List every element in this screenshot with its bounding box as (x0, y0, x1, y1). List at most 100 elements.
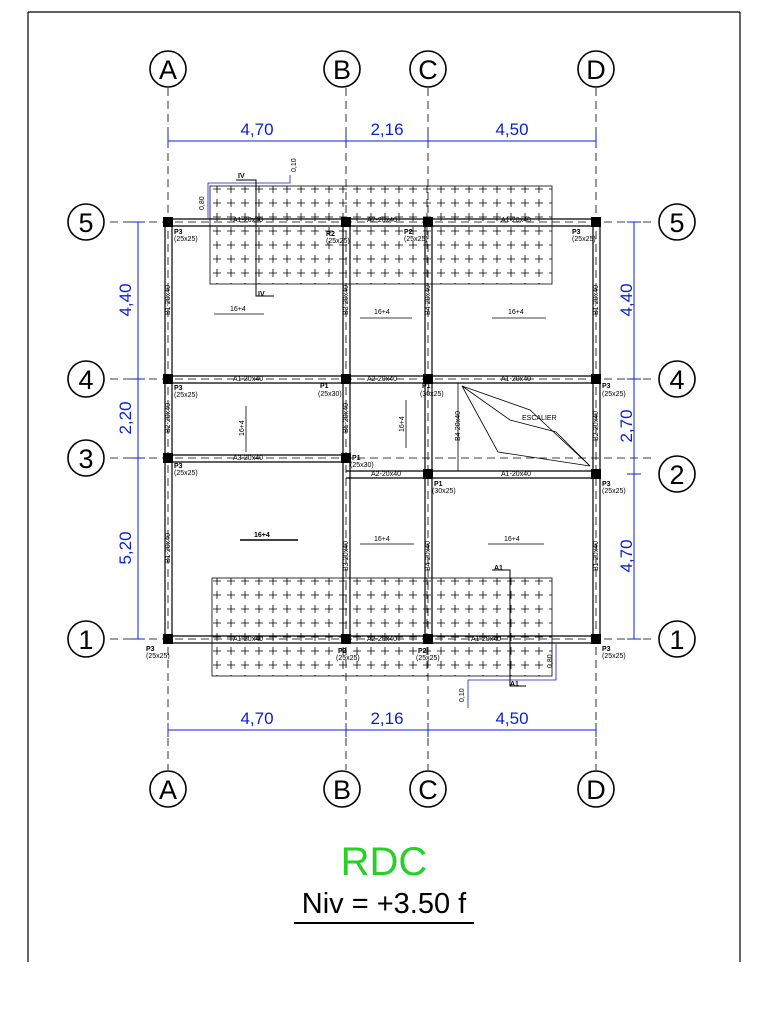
column-tag: P3 (174, 229, 183, 236)
section-mark-a1-top: A1 (494, 565, 503, 572)
beam-label: B1-20x40 (593, 541, 600, 571)
beam-label: B4-20x40 (425, 285, 432, 315)
beams (164, 218, 601, 644)
beam-label: B4-20x40 (455, 411, 462, 441)
svg-text:16+4: 16+4 (254, 532, 270, 539)
svg-text:16+4: 16+4 (374, 309, 390, 316)
column-tag: R2 (326, 231, 335, 238)
column-size: (25x25) (326, 238, 350, 245)
axis-left-1: 1 (78, 625, 93, 655)
plan-title: RDC (340, 840, 428, 884)
svg-text:16+4: 16+4 (239, 420, 246, 436)
axis-left-3: 3 (78, 444, 93, 474)
column-tag: P3 (602, 481, 611, 488)
column-size: (25x25) (602, 653, 626, 660)
beam-label: B5-20x40 (343, 403, 350, 433)
beam-label: A1-20x40 (233, 636, 263, 643)
column-tag: P3 (602, 646, 611, 653)
column-tag: P3 (174, 385, 183, 392)
beam-label: A1-20x40 (501, 376, 531, 383)
slab-tag: 16+4 (399, 400, 407, 448)
slab-tag: 16+4 (360, 309, 412, 319)
offset-dim-bottom (467, 644, 557, 708)
dim-bottom-bc: 2,16 (370, 709, 403, 728)
dim-right-42: 2,70 (617, 409, 636, 442)
offset-dim-top (207, 175, 291, 218)
column-size: (30x25) (420, 391, 444, 398)
column-tags: P3 (25x25) R2 (25x25) P2 (25x25) P3 (25x… (146, 229, 626, 662)
column-size: (25x25) (174, 392, 198, 399)
svg-text:16+4: 16+4 (230, 306, 246, 313)
level-label: Niv = +3.50 f (0, 888, 768, 924)
column-tag: P2 (418, 648, 427, 655)
column-size: (25x25) (572, 236, 596, 243)
slab-tag: 16+4 (214, 306, 264, 315)
offset-bottom-b: 0,80 (547, 654, 554, 668)
beam-label: A1-20x40 (501, 471, 531, 478)
column-tag: P1 (320, 383, 329, 390)
dim-top-cd: 4,50 (495, 120, 528, 139)
slab-labels: 16+4 16+4 16+4 16+4 16+4 16+4 16+4 16+4 (214, 306, 546, 545)
column-size: (25x25) (146, 653, 170, 660)
dim-bottom-cd: 4,50 (495, 709, 528, 728)
section-mark-iv-top: IV (238, 173, 245, 180)
column-tag: P2 (338, 648, 347, 655)
svg-text:16+4: 16+4 (399, 416, 406, 432)
slab-tag: 16+4 (240, 532, 298, 541)
slab-tag: 16+4 (488, 536, 544, 545)
column-tag: P3 (572, 229, 581, 236)
beam-label: B2-20x40 (165, 403, 172, 433)
section-mark-a1-bottom: A1 (510, 681, 519, 688)
column-tag: P3 (602, 383, 611, 390)
dimension-texts: 4,70 2,16 4,50 4,70 2,16 4,50 4,40 2,20 … (116, 120, 636, 728)
column-size: (25x25) (174, 236, 198, 243)
axis-bubbles (67, 50, 696, 808)
column-size: (25x25) (174, 470, 198, 477)
dim-left-31: 5,20 (116, 531, 135, 564)
axis-right-1: 1 (669, 625, 684, 655)
beam-label: A3-20x40 (233, 455, 263, 462)
column-size: (25x25) (602, 391, 626, 398)
beam-label: A2-20x40 (371, 471, 401, 478)
dim-left-54: 4,40 (116, 283, 135, 316)
axis-bottom-a: A (159, 775, 177, 805)
axis-bottom-b: B (333, 775, 351, 805)
column-size: (25x30) (350, 462, 374, 469)
beam-label: A1-20x40 (501, 217, 531, 224)
dim-right-21: 4,70 (617, 539, 636, 572)
slab-tag: 16+4 (239, 406, 247, 452)
beam-label: A2-20x40 (367, 636, 397, 643)
column-size: (30x25) (432, 488, 456, 495)
slab-tag: 16+4 (492, 309, 546, 319)
beam-label: B1-20x40 (165, 285, 172, 315)
stair-label: ESCALIER (522, 415, 557, 422)
axis-top-c: C (418, 55, 438, 85)
dim-bottom-ab: 4,70 (240, 709, 273, 728)
grid-lines (110, 88, 655, 770)
small-dimensions: 0,10 0,80 0,10 0,80 (199, 158, 557, 708)
offset-top-b: 0,80 (199, 196, 206, 210)
offset-bottom-a: 0,10 (459, 688, 466, 702)
column-tag: P3 (146, 646, 155, 653)
beam-label: A1-20x40 (471, 636, 501, 643)
slab-tag: 16+4 (360, 536, 414, 545)
dimension-lines (131, 134, 641, 737)
offset-top-a: 0,10 (291, 158, 298, 172)
axis-right-5: 5 (669, 208, 684, 238)
dim-top-ab: 4,70 (240, 120, 273, 139)
axis-right-2: 2 (669, 460, 684, 490)
beam-label: A2-20x40 (367, 376, 397, 383)
beam-label: B4-20x40 (425, 541, 432, 571)
column-tag: P2 (404, 229, 413, 236)
dim-top-bc: 2,16 (370, 120, 403, 139)
column-size: (25x25) (416, 655, 440, 662)
column-size: (25x25) (602, 488, 626, 495)
column-tag: P1 (422, 383, 431, 390)
beam-label: A1-20x40 (233, 376, 263, 383)
column-size: (25x25) (336, 655, 360, 662)
axis-bottom-c: C (418, 775, 438, 805)
beam-labels: A1-20x40 A2-20x40 A1-20x40 A1-20x40 A2-2… (165, 217, 600, 643)
axis-right-4: 4 (669, 365, 684, 395)
column-tag: P3 (174, 463, 183, 470)
